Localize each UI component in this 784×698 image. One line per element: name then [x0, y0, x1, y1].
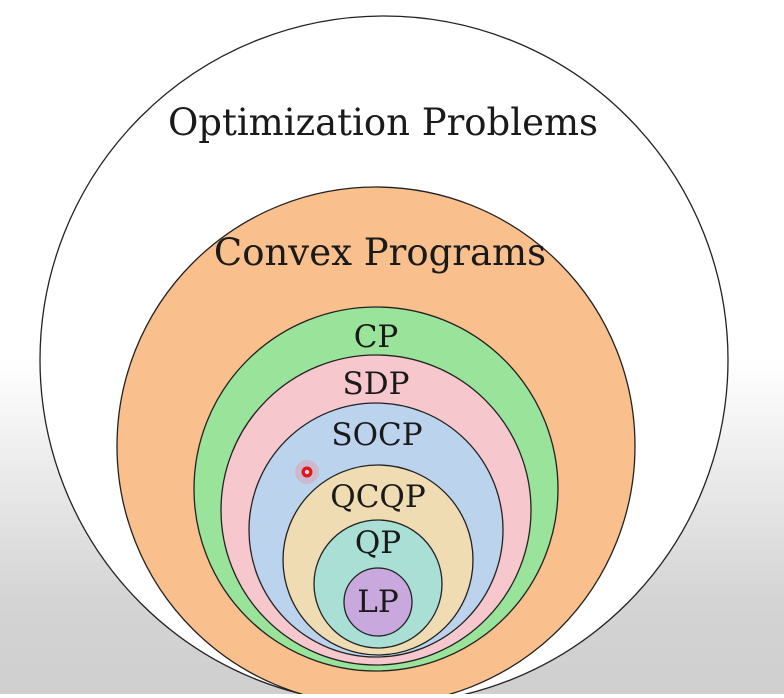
- convex-programs-label: Convex Programs: [214, 231, 546, 274]
- optimization-problems-label: Optimization Problems: [168, 101, 598, 144]
- qp-label: QP: [355, 525, 401, 561]
- lp-label: LP: [357, 584, 398, 620]
- sdp-label: SDP: [343, 366, 410, 402]
- lp-circle: [343, 567, 413, 637]
- socp-label: SOCP: [331, 417, 422, 453]
- qcqp-label: QCQP: [330, 479, 425, 515]
- pointer-cursor-icon: [295, 460, 319, 484]
- cp-label: CP: [354, 319, 399, 355]
